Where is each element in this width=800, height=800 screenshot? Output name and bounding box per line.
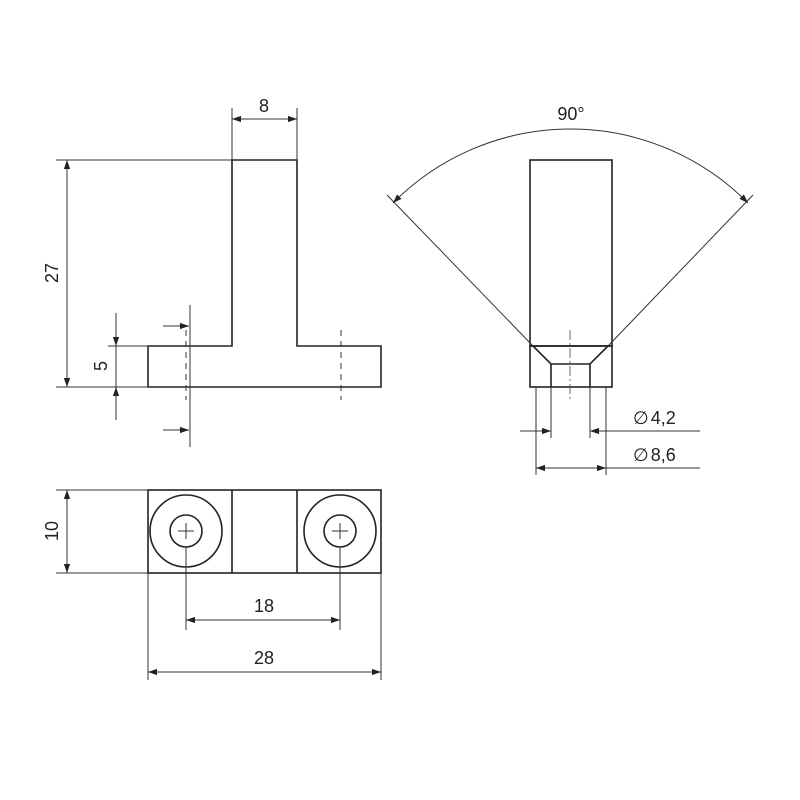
- countersink-profile: [532, 345, 609, 365]
- diameter-symbol: ∅: [633, 445, 649, 465]
- dim-text-diameter-4-2: ∅4,2: [633, 408, 676, 428]
- top-view-outline: [147, 489, 382, 574]
- dim-text-length-28: 28: [254, 648, 274, 668]
- dim-text-height-27: 27: [42, 263, 62, 283]
- top-view: 10 18 28: [42, 489, 382, 680]
- angle-leg-right: [607, 194, 754, 347]
- diameter-symbol: ∅: [633, 408, 649, 428]
- front-view: 8 27 5: [42, 96, 382, 447]
- diameter-value-4-2: 4,2: [651, 408, 676, 428]
- dim-text-width-8: 8: [259, 96, 269, 116]
- dim-text-diameter-8-6: ∅8,6: [633, 445, 676, 465]
- dim-text-spacing-18: 18: [254, 596, 274, 616]
- diameter-value-8-6: 8,6: [651, 445, 676, 465]
- angle-arc-90: [392, 128, 749, 204]
- side-view-upright: [529, 159, 613, 347]
- dim-text-depth-10: 10: [42, 521, 62, 541]
- side-view-base: [529, 345, 613, 388]
- dim-text-angle-90: 90°: [557, 104, 584, 124]
- dim-text-thickness-5: 5: [91, 361, 111, 371]
- side-view: 90° ∅4,2 ∅8,6: [386, 104, 754, 475]
- angle-leg-left: [386, 194, 534, 347]
- front-view-outline: [147, 159, 382, 388]
